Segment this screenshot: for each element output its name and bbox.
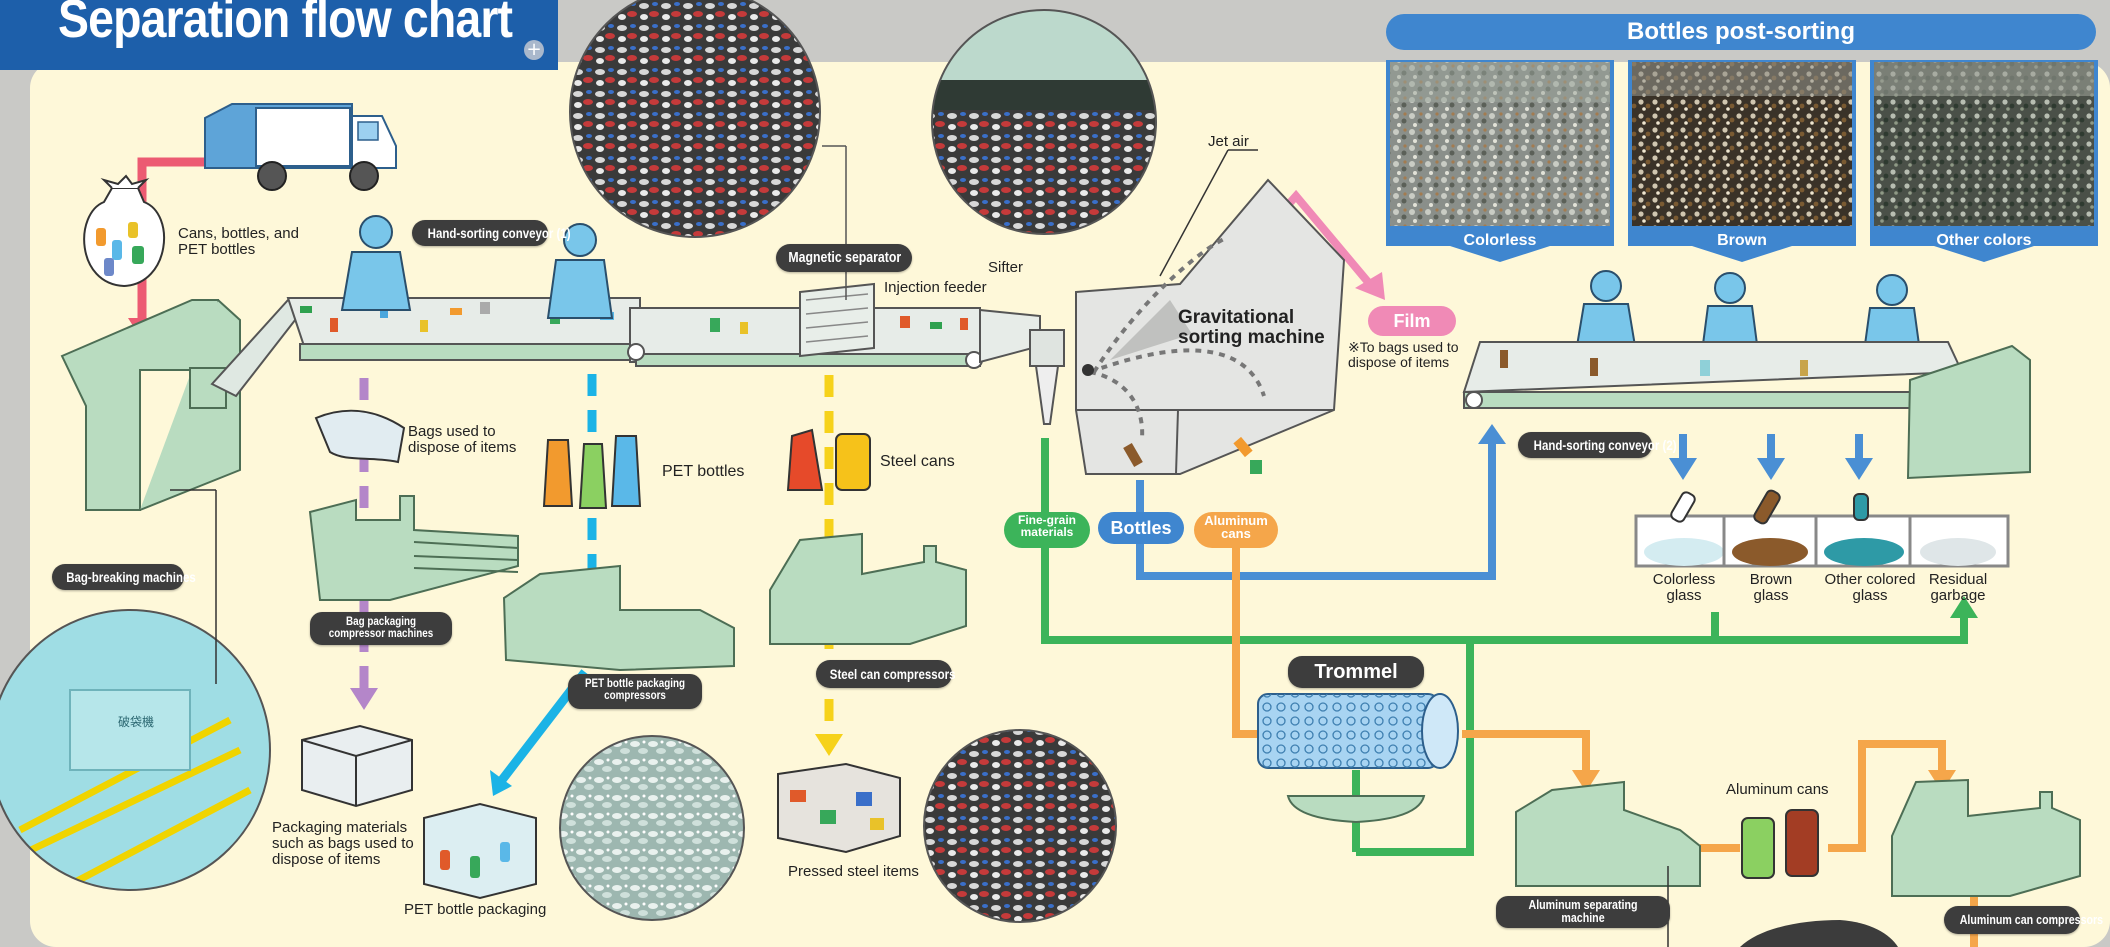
steel-can-compressors-label: Steel can compressors <box>816 660 956 688</box>
bottles-pill: Bottles <box>1098 512 1184 544</box>
hand-sorting-conveyor-2-label: Hand-sorting conveyor (2) <box>1518 432 1677 458</box>
injection-feeder-label: Injection feeder <box>884 279 987 296</box>
film-note-label: ※To bags used to dispose of items <box>1348 339 1459 370</box>
magnetic-separator-machine <box>799 145 875 358</box>
colorless-glass-label: Colorless glass <box>1652 571 1716 604</box>
trommel-machine <box>1257 693 1459 824</box>
hand-sorting-conveyor-2 <box>1462 341 2031 480</box>
garbage-truck-icon <box>204 103 397 191</box>
brown-caption: Brown <box>1717 232 1767 249</box>
photo-cans-on-conveyor <box>569 0 821 238</box>
bottles-post-sorting-title: Bottles post-sorting <box>1386 14 2096 50</box>
hand-sorting-conveyor-1-label: Hand-sorting conveyor (1) <box>412 220 571 246</box>
cans-bottles-label: Cans, bottles, and PET bottles <box>178 225 299 258</box>
photo-pet-bales <box>559 735 745 921</box>
aluminum-cans-icon <box>1741 809 1819 879</box>
steel-can-compressor <box>769 532 967 645</box>
aluminum-can-compressor <box>1891 778 2081 897</box>
fine-grain-pill: Fine-grain materials <box>1004 512 1090 548</box>
trommel-label: Trommel <box>1288 656 1424 688</box>
photo-other-color-bottles <box>1870 60 2098 262</box>
garbage-bag-icon <box>83 174 165 288</box>
pet-bottles-icon <box>542 435 642 509</box>
jet-air-label: Jet air <box>1208 133 1249 150</box>
expand-plus-icon[interactable]: + <box>524 40 544 60</box>
compressed-bags-block <box>301 724 413 808</box>
bag-breaking-machines-label: Bag-breaking machines <box>52 564 196 590</box>
pressed-steel-label: Pressed steel items <box>788 863 919 880</box>
bag-breaking-machine <box>60 299 241 511</box>
aluminum-compressors-label: Aluminum can compressors <box>1944 906 2103 934</box>
aluminum-separating-label: Aluminum separating machine <box>1496 896 1670 928</box>
pet-bottles-label: PET bottles <box>662 463 745 480</box>
title-banner <box>0 0 558 70</box>
bag-packaging-label: Bag packaging compressor machines <box>310 612 452 645</box>
magnetic-separator-label: Magnetic separator <box>776 244 912 272</box>
bag-packaging-compressor <box>308 495 519 601</box>
pet-packaging-block <box>423 802 537 900</box>
pressed-steel-block <box>777 762 901 854</box>
pet-packaging-compressor <box>502 564 735 672</box>
aluminum-cans-pill: Aluminum cans <box>1194 512 1278 548</box>
steel-cans-icon <box>786 428 871 491</box>
other-colors-caption: Other colors <box>1936 232 2032 249</box>
sifter-label: Sifter <box>988 259 1024 276</box>
photo-pressed-steel <box>923 729 1117 923</box>
page-title: Separation flow chart <box>58 0 513 49</box>
photo-bag-breaking-machine <box>0 489 271 891</box>
colorless-caption: Colorless <box>1463 232 1537 249</box>
glass-bins <box>1634 489 2010 568</box>
gravitational-sorting-label: Gravitational sorting machine <box>1178 307 1325 348</box>
pet-bottle-packaging-label: PET bottle packaging <box>404 901 547 918</box>
aluminum-separating-machine <box>1515 780 1701 887</box>
steel-cans-label: Steel cans <box>880 453 955 470</box>
packaging-materials-label: Packaging materials such as bags used to… <box>272 819 414 868</box>
machine-plate-text: 破袋機 <box>118 715 155 729</box>
pet-packaging-label: PET bottle packaging compressors <box>568 674 702 709</box>
gravitational-sorting-machine <box>1029 149 1346 475</box>
residual-garbage-label: Residual garbage <box>1928 571 1988 604</box>
aluminum-cans-label: Aluminum cans <box>1726 781 1829 798</box>
bags-used-icon <box>314 409 406 464</box>
bags-used-label: Bags used to dispose of items <box>408 423 517 456</box>
photo-colorless-bottles <box>1386 60 1614 262</box>
photo-brown-bottles <box>1628 60 1856 262</box>
other-colored-glass-label: Other colored glass <box>1824 571 1916 604</box>
brown-glass-label: Brown glass <box>1749 571 1793 604</box>
worker-icons <box>340 215 1922 353</box>
film-pill: Film <box>1368 306 1456 336</box>
